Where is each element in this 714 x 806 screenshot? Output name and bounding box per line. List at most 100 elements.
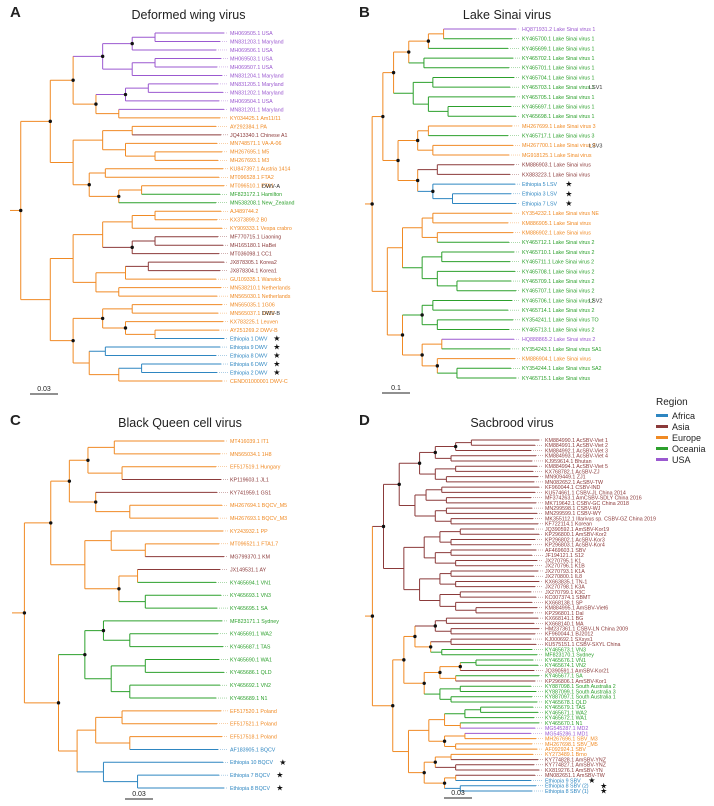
tip-label: EF517518.1 Poland — [230, 734, 277, 740]
tip-label: KM886903.1 Lake Sinai virus — [522, 163, 591, 169]
tip-label: KX668138.1 SP — [545, 600, 583, 606]
tip-label: MN748571.1 VA-A-06 — [230, 141, 281, 147]
tip-label: KY354232.1 Lake Sinai virus NE — [522, 211, 599, 217]
tip-label: EF517521.1 Poland — [230, 722, 277, 728]
tip-label: EF517519.1 Hungary — [230, 465, 281, 471]
clade-label: LSV3 — [589, 143, 602, 149]
node-support-dot — [442, 739, 447, 743]
node-support-dot — [422, 770, 426, 775]
tip-label: KY465706.1 Lake Sinai virus 2 — [522, 298, 594, 304]
panel-title: Black Queen cell virus — [118, 416, 242, 430]
tip-label: MH267693.1 BQCV_M3 — [230, 516, 287, 522]
legend-label: Africa — [672, 410, 696, 421]
legend-label: Europe — [672, 432, 702, 443]
tip-label: KJ000692.1 SXsys1 — [545, 637, 593, 643]
node-support-dot — [19, 208, 23, 213]
tip-label: KY465677.1 SA — [545, 674, 583, 680]
node-support-dot — [71, 338, 75, 343]
node-support-dot — [370, 202, 374, 206]
tip-label: MT096510.1 FTA1 — [230, 184, 274, 190]
node-support-dot — [117, 194, 121, 199]
node-support-dot — [100, 54, 105, 59]
legend-label: Asia — [672, 421, 690, 432]
tip-label: KU575151.1 CSBV-SXYL China — [545, 642, 621, 648]
legend-swatch — [656, 436, 668, 439]
tip-label: JX270795.1 K1 — [545, 558, 581, 564]
node-support-dot — [402, 658, 406, 662]
panel-b: B Lake Sinai virus HQ871931.2 Lake Sinai… — [357, 0, 657, 398]
tip-label: MH069504.1 USA — [230, 99, 273, 105]
tip-label: KY887099.1 South Australia 3 — [545, 689, 616, 695]
tip-label: KY465715.1 Lake Sinai virus — [522, 376, 590, 382]
tip-label: KF960044.1 BJ2012 — [545, 632, 593, 638]
tip-label: KU574661.1 CSBV-JL China 2014 — [545, 490, 626, 496]
tip-label: JX149531.1 AY — [230, 567, 267, 573]
panel-title: Lake Sinai virus — [462, 8, 552, 22]
tip-label: HQ888865.2 Lake Sinai virus 2 — [522, 337, 595, 343]
tip-label: Ethiopia 7 BQCV — [230, 773, 271, 779]
tip-label: KY465702.1 Lake Sinai virus 1 — [522, 56, 594, 62]
tip-label: MN538208.1 New_Zealand — [230, 201, 295, 207]
node-support-dot — [22, 611, 27, 615]
panel-title: Deformed wing virus — [131, 8, 246, 22]
legend-label: USA — [672, 454, 691, 465]
tip-label: KM884993.1 AcSBV-Viet 4 — [545, 454, 608, 460]
node-support-dot — [415, 178, 420, 183]
node-support-dot — [67, 479, 72, 483]
node-support-dot — [458, 664, 462, 669]
tip-label: KM886902.1 Lake Sinai virus — [522, 230, 591, 236]
tip-label: MK355112.1 Illarivus sp. CSBV-GZ China 2… — [545, 516, 656, 522]
node-support-dot — [130, 41, 134, 46]
tip-label: AF469603.1 SBV — [545, 548, 586, 554]
node-support-dot — [442, 781, 447, 785]
tip-label: KX819276.1 AmSBV-YN — [545, 768, 603, 774]
tip-label: KY465709.1 Lake Sinai virus 2 — [522, 279, 594, 285]
tip-label: HQ871931.2 Lake Sinai virus 1 — [522, 27, 595, 33]
tip-label: MT036098.1 CC1 — [230, 252, 272, 258]
tip-label: KY465670.1 N1 — [545, 721, 582, 727]
ethiopia-star-icon: ★ — [565, 180, 572, 189]
node-support-dot — [370, 614, 375, 618]
region-legend: Region Africa Asia Europe Oceania USA — [656, 397, 706, 465]
tip-label: KY465673.1 VN3 — [545, 647, 586, 653]
clade-label: LSV2 — [589, 298, 602, 304]
tip-label: GU109335.1 Warwick — [230, 277, 282, 283]
tip-label: CEND01000001 DWV-C — [230, 379, 288, 385]
tip-label: KY465704.1 Lake Sinai virus 1 — [522, 75, 594, 81]
tip-label: KF722114.1 Korean — [545, 522, 592, 528]
tip-label: MF823171.1 Sydney — [230, 619, 279, 625]
tip-label: MG545286.1 MD1 — [545, 731, 588, 737]
node-support-dot — [49, 521, 53, 525]
tip-label: Ethiopia 2 DWV — [230, 370, 268, 376]
ethiopia-star-icon: ★ — [276, 784, 283, 793]
tip-label: MN831205.1 Maryland — [230, 82, 284, 88]
legend-swatch — [656, 425, 668, 428]
tip-label: KX883223.1 Lake Sinai virus — [522, 172, 590, 178]
tip-label: KP296803.1 AcSBV-Kor4 — [545, 543, 605, 549]
tip-label: JQ413340.1 Chinese A1 — [230, 133, 287, 139]
node-support-dot — [56, 701, 61, 705]
clade-label: LSV1 — [589, 85, 602, 91]
tip-label: KM884990.1 AcSBV-Viet 1 — [545, 438, 608, 444]
scale-bar-label: 0.03 — [37, 386, 51, 393]
node-support-dot — [433, 450, 437, 455]
panel-letter: C — [10, 412, 21, 429]
tree-branches — [365, 439, 539, 792]
tip-label: KM884992.1 AcSBV-Viet 3 — [545, 448, 608, 454]
tip-label: EF517520.1 Poland — [230, 709, 277, 715]
ethiopia-star-icon: ★ — [588, 776, 595, 785]
tip-label: MH069506.1 USA — [230, 48, 273, 54]
tip-label: MN831203.1 Maryland — [230, 39, 284, 45]
tip-label: MN299598.1 CSBV-WJ — [545, 506, 601, 512]
tip-label: JX270796.1 K1B — [545, 564, 585, 570]
tip-label: Ethiopia 10 BQCV — [230, 760, 273, 766]
node-support-dot — [413, 634, 417, 639]
tip-label: KY887098.1 South Australia 2 — [545, 684, 616, 690]
tip-label: KX768782.1 AcSBV-ZJ — [545, 469, 600, 475]
tip-label: KP119603.1 JL1 — [230, 477, 269, 483]
tip-label: KY465708.1 Lake Sinai virus 2 — [522, 269, 594, 275]
